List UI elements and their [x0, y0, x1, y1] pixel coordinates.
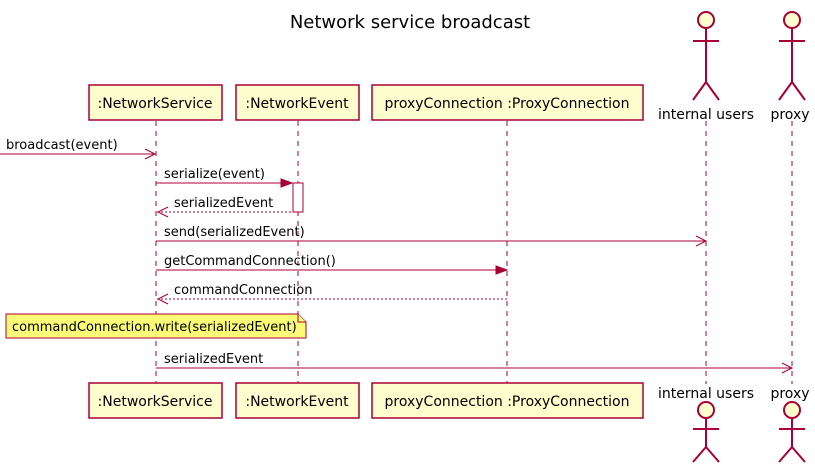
actor-label: proxy — [770, 386, 809, 402]
actor-leg — [778, 446, 793, 463]
participant-network-service-bottom: :NetworkService — [88, 382, 223, 419]
participant-box — [88, 382, 223, 419]
actor-head — [783, 11, 801, 29]
actor-label: internal users — [658, 386, 754, 402]
message-command-connection-return: commandConnection — [156, 283, 507, 305]
lifelines — [155, 121, 793, 384]
participant-box — [88, 84, 223, 121]
arrow-head — [695, 235, 708, 247]
actor-leg — [791, 81, 806, 101]
participant-box — [235, 84, 360, 121]
actor-proxy-top: proxy — [770, 11, 810, 123]
message-serialized-event-proxy: serializedEvent — [156, 352, 794, 374]
arrow-head — [156, 206, 169, 218]
message-send: send(serializedEvent) — [156, 225, 708, 247]
participant-box — [371, 382, 644, 419]
message-label: send(serializedEvent) — [164, 225, 305, 240]
arrow-head — [280, 178, 294, 188]
note: commandConnection.write(serializedEvent) — [5, 313, 307, 339]
participant-label: proxyConnection :ProxyConnection — [385, 394, 630, 410]
participant-network-service-top: :NetworkService — [88, 84, 223, 121]
message-label: broadcast(event) — [6, 138, 118, 153]
note-body — [5, 313, 307, 339]
participant-network-event-top: :NetworkEvent — [235, 84, 360, 121]
activation-bar — [292, 182, 304, 213]
actor-label: proxy — [770, 107, 809, 123]
participant-network-event-bottom: :NetworkEvent — [235, 382, 360, 419]
actor-leg — [705, 81, 720, 101]
actor-head — [783, 401, 801, 419]
message-label: getCommandConnection() — [164, 254, 336, 269]
actor-proxy-bottom: proxy — [770, 386, 810, 463]
actor-leg — [778, 81, 793, 101]
actor-leg — [791, 446, 806, 463]
arrow-head — [156, 293, 169, 305]
diagram-title: Network service broadcast — [290, 12, 530, 33]
participant-label: :NetworkEvent — [245, 96, 349, 112]
message-label: serializedEvent — [174, 196, 273, 211]
arrow-head — [781, 362, 794, 374]
actor-head — [697, 11, 715, 29]
participant-proxy-connection-bottom: proxyConnection :ProxyConnection — [371, 382, 644, 419]
participant-proxy-connection-top: proxyConnection :ProxyConnection — [371, 84, 644, 121]
actor-label: internal users — [658, 107, 754, 123]
actor-leg — [705, 446, 720, 463]
arrow-head — [144, 148, 157, 160]
message-serialized-event-return: serializedEvent — [156, 196, 292, 218]
actor-internal-users-top: internal users — [658, 11, 754, 123]
participant-box — [371, 84, 644, 121]
message-label: serialize(event) — [164, 167, 265, 182]
message-label: serializedEvent — [164, 352, 263, 367]
message-serialize: serialize(event) — [156, 167, 294, 188]
actor-head — [697, 401, 715, 419]
message-label: commandConnection — [174, 283, 312, 298]
participant-label: :NetworkEvent — [245, 394, 349, 410]
participant-label: proxyConnection :ProxyConnection — [385, 96, 630, 112]
note-text: commandConnection.write(serializedEvent) — [12, 320, 297, 335]
actor-internal-users-bottom: internal users — [658, 386, 754, 463]
arrow-head — [495, 265, 509, 275]
actor-leg — [692, 81, 707, 101]
participant-label: :NetworkService — [98, 394, 213, 410]
participant-box — [235, 382, 360, 419]
participant-label: :NetworkService — [98, 96, 213, 112]
note-fold — [297, 314, 306, 323]
message-get-command-connection: getCommandConnection() — [156, 254, 509, 275]
message-broadcast: broadcast(event) — [0, 138, 157, 160]
actor-leg — [692, 446, 707, 463]
